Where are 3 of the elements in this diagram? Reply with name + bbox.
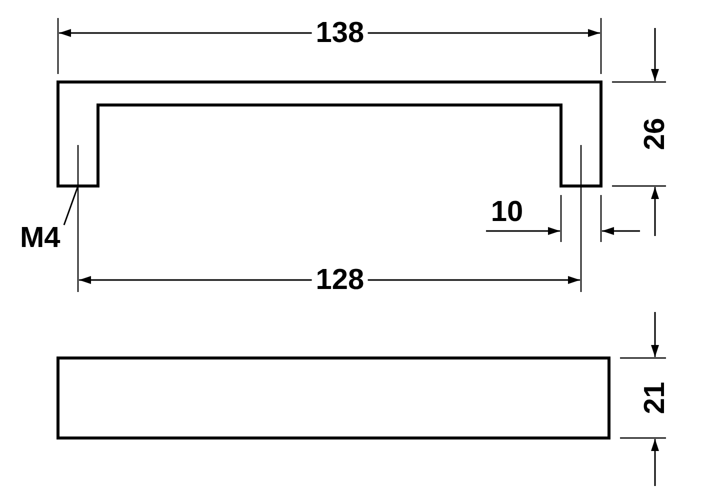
thread-size-label: M4 bbox=[20, 223, 60, 253]
leader-line bbox=[63, 186, 79, 226]
handle-top-view-drawing bbox=[56, 80, 602, 188]
